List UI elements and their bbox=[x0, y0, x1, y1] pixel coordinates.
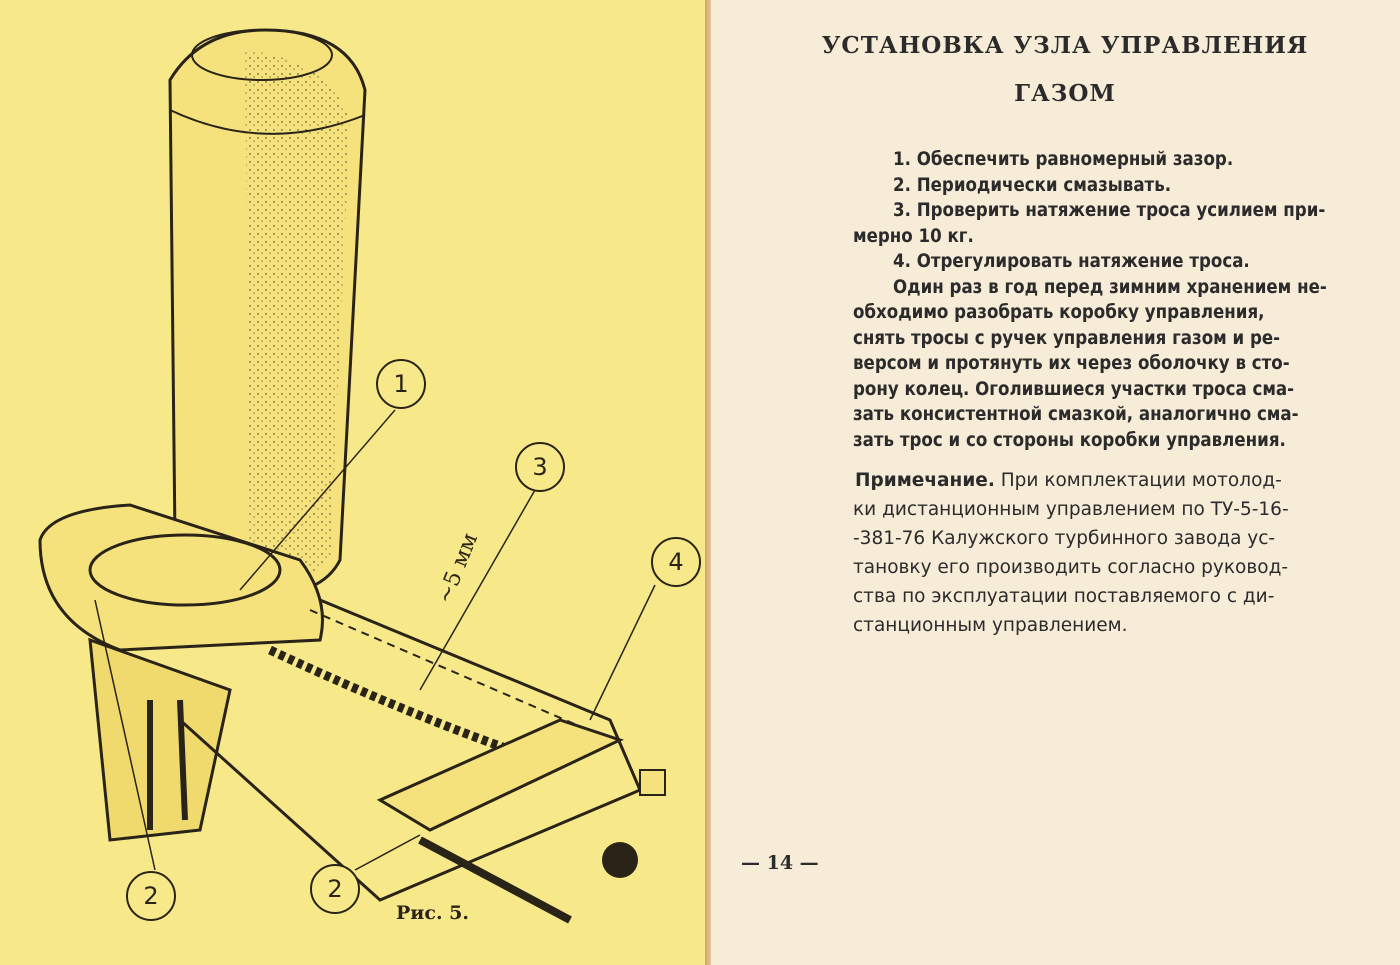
step-4: 4. Отрегулировать натяжение троса. bbox=[893, 251, 1250, 272]
callout-leaders bbox=[94, 409, 656, 871]
base-drawing bbox=[38, 503, 324, 842]
step-1: 1. Обеспечить равномерный зазор. bbox=[893, 149, 1234, 170]
note-line: При комплектации мотолод- bbox=[994, 470, 1282, 491]
right-page: УСТАНОВКА УЗЛА УПРАВЛЕНИЯ ГАЗОМ 1. Обесп… bbox=[711, 0, 1400, 965]
callout-1: 1 bbox=[376, 359, 426, 409]
step-2: 2. Периодически смазывать. bbox=[893, 174, 1172, 196]
callout-2-right: 2 bbox=[310, 864, 360, 914]
instructions-block: 1. Обеспечить равномерный зазор. 2. Пери… bbox=[853, 147, 1373, 453]
cable-channel-drawing bbox=[178, 598, 666, 924]
svg-text:2: 2 bbox=[143, 882, 158, 910]
svg-text:1: 1 bbox=[393, 370, 408, 398]
handle-drawing bbox=[168, 28, 367, 598]
callout-3: 3 bbox=[515, 442, 565, 492]
page-number: — 14 — bbox=[741, 852, 819, 874]
paragraph-line: обходимо разобрать коробку управления, bbox=[853, 302, 1265, 323]
note-line: ки дистанционным управлением по ТУ-5-16- bbox=[853, 499, 1289, 520]
svg-text:3: 3 bbox=[532, 453, 547, 481]
book-gutter bbox=[705, 0, 711, 965]
page-title-line-2: ГАЗОМ bbox=[1014, 80, 1116, 107]
note-line: -381-76 Калужского турбинного завода ус- bbox=[853, 528, 1276, 549]
paragraph-line: рону колец. Оголившиеся участки троса см… bbox=[853, 378, 1295, 400]
throttle-assembly-illustration: ~5 мм 1 3 4 2 2 bbox=[38, 28, 701, 924]
step-3: 3. Проверить натяжение троса усилием при… bbox=[893, 200, 1326, 221]
step-3-continued: мерно 10 кг. bbox=[853, 225, 974, 247]
page-title-line-1: УСТАНОВКА УЗЛА УПРАВЛЕНИЯ bbox=[821, 32, 1309, 59]
left-page: ~5 мм 1 3 4 2 2 Рис. 5. bbox=[0, 0, 705, 965]
paragraph-line: версом и протянуть их через оболочку в с… bbox=[853, 353, 1290, 374]
note-label: Примечание. bbox=[855, 470, 995, 491]
paragraph-line: зать трос и со стороны коробки управлени… bbox=[853, 429, 1286, 451]
figure-caption: Рис. 5. bbox=[396, 902, 470, 924]
note-block: Примечание. При комплектации мотолод- ки… bbox=[853, 466, 1373, 640]
note-line: тановку его производить согласно руковод… bbox=[853, 557, 1289, 578]
note-first-line: Примечание. При комплектации мотолод- bbox=[853, 466, 1373, 495]
svg-text:4: 4 bbox=[668, 548, 683, 576]
callout-4: 4 bbox=[651, 537, 701, 587]
svg-text:2: 2 bbox=[327, 875, 342, 903]
note-line: станционным управлением. bbox=[853, 615, 1128, 636]
paragraph-line: снять тросы с ручек управления газом и р… bbox=[853, 327, 1281, 349]
callout-2-left: 2 bbox=[126, 871, 176, 921]
note-line: ства по эксплуатации поставляемого с ди- bbox=[853, 586, 1275, 607]
paragraph-line: зать консистентной смазкой, аналогично с… bbox=[853, 404, 1299, 425]
paragraph-line: Один раз в год перед зимним хранением не… bbox=[893, 276, 1327, 298]
dimension-label: ~5 мм bbox=[432, 530, 483, 608]
